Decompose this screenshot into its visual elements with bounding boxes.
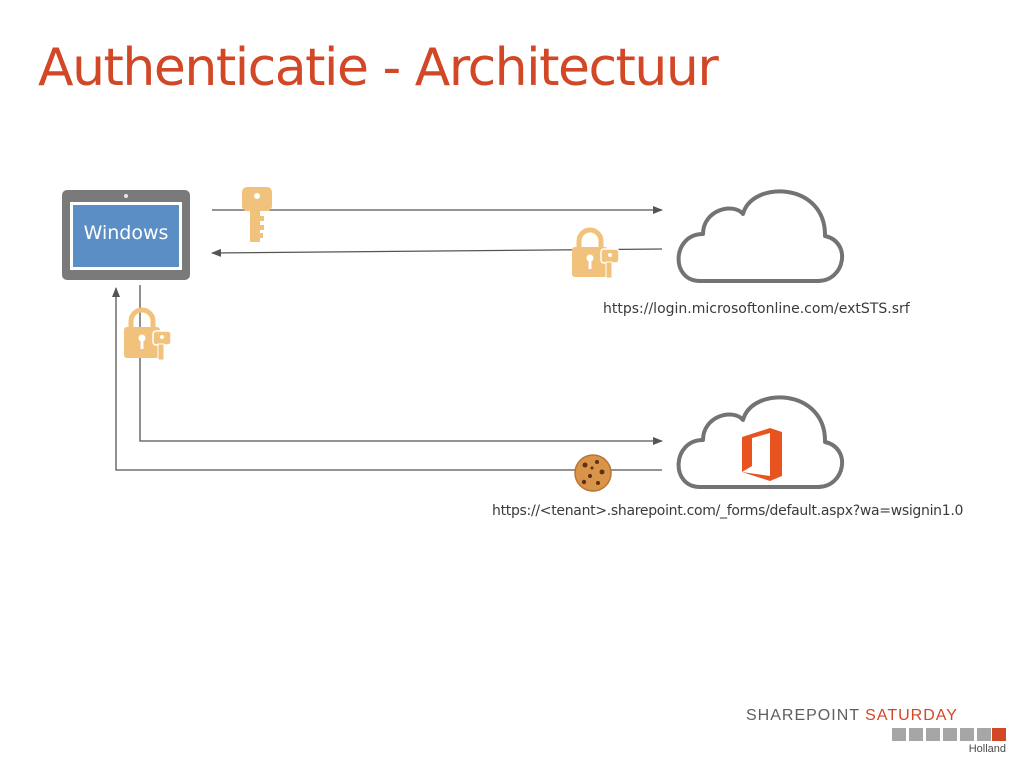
send-token-arrow	[139, 285, 663, 445]
login-endpoint-url: https://login.microsoftonline.com/extSTS…	[603, 301, 910, 317]
slide-title: Authenticatie - Architectuur	[38, 38, 719, 98]
logo-wordmark-part1: SHAREPOINT	[746, 707, 866, 724]
cookie-response-arrow	[112, 287, 662, 471]
logo-squares	[892, 728, 1006, 741]
lock-key-icon	[124, 307, 172, 361]
logo-location: Holland	[968, 743, 1006, 755]
cookie-icon	[574, 454, 612, 492]
sharepoint-saturday-logo: SHAREPOINT SATURDAY Holland	[746, 707, 1008, 759]
client-device: Windows	[62, 190, 190, 280]
tablet-screen	[73, 205, 179, 267]
office-logo-icon	[742, 428, 782, 481]
cloud-icon	[676, 395, 844, 489]
cloud-icon	[676, 189, 844, 283]
logo-wordmark: SHAREPOINT SATURDAY	[746, 707, 958, 725]
tablet-camera	[124, 194, 128, 198]
windows-label: Windows	[84, 222, 169, 244]
lock-key-icon	[572, 227, 620, 279]
key-icon	[242, 187, 272, 242]
sharepoint-endpoint-url: https://<tenant>.sharepoint.com/_forms/d…	[492, 503, 964, 519]
logo-wordmark-part2: SATURDAY	[865, 707, 958, 724]
